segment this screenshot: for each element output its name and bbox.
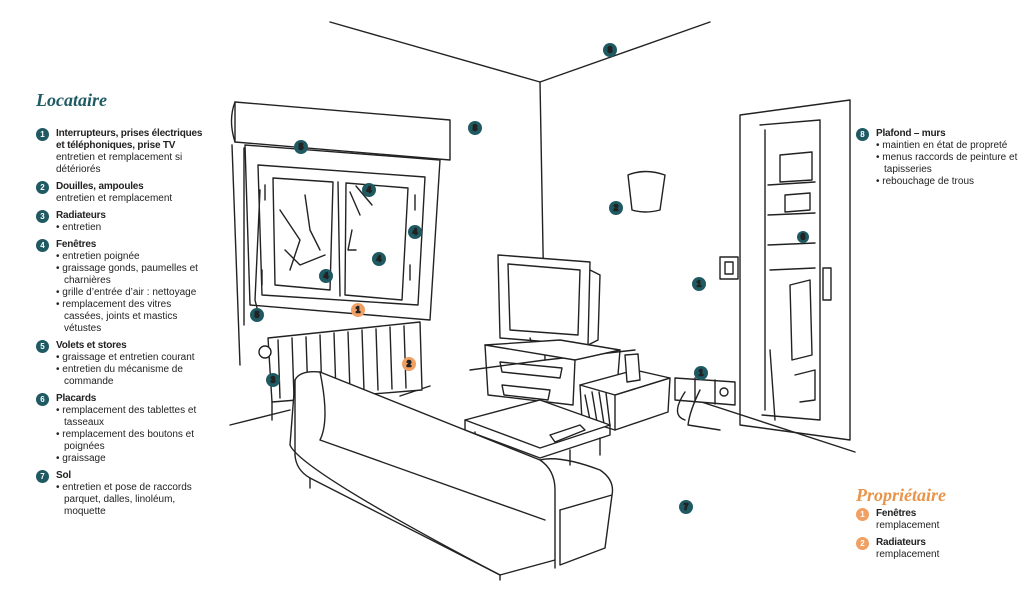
- item-detail: grille d’entrée d’air : nettoyage: [56, 287, 206, 299]
- locataire-item: 1 Interrupteurs, prises électriques et t…: [36, 128, 206, 176]
- item-detail: entretien et pose de raccords parquet, d…: [56, 482, 206, 518]
- marker-2-owner-radiator: 2: [402, 357, 416, 371]
- item-detail: graissage gonds, paumelles et charnières: [56, 263, 206, 287]
- item-title: Douilles, ampoules: [56, 181, 144, 192]
- diagram-markers: 8 8 5 4 4 4 4 5 1 3 2 2 1 1 6 7: [250, 43, 809, 514]
- locataire-item: 7 Sol entretien et pose de raccords parq…: [36, 470, 206, 518]
- marker-4-frame: 4: [408, 225, 422, 239]
- item-number-badge: 3: [36, 210, 49, 223]
- item-title: Interrupteurs, prises électriques et tél…: [56, 128, 203, 151]
- svg-text:6: 6: [801, 233, 806, 242]
- item-detail: graissage: [56, 453, 206, 465]
- locataire-item: 5 Volets et stores graissage et entretie…: [36, 340, 206, 388]
- item-detail: remplacement: [876, 549, 940, 560]
- svg-text:8: 8: [473, 124, 478, 133]
- item-detail: remplacement: [876, 520, 940, 531]
- marker-4-pane: 4: [372, 252, 386, 266]
- marker-8-ceiling: 8: [603, 43, 617, 57]
- item-detail: remplacement des tablettes et tasseaux: [56, 405, 206, 429]
- item-number-badge: 1: [856, 508, 869, 521]
- svg-text:4: 4: [377, 255, 382, 264]
- svg-text:5: 5: [299, 143, 304, 152]
- item-detail: entretien et remplacement: [56, 193, 173, 204]
- marker-1-socket: 1: [694, 366, 708, 380]
- marker-5-cord: 5: [250, 308, 264, 322]
- item-title: Radiateurs: [56, 210, 106, 221]
- item-detail: entretien et remplacement si détériorés: [56, 152, 183, 175]
- item-detail: rebouchage de trous: [876, 176, 1021, 188]
- plafond-item: 8 Plafond – murs maintien en état de pro…: [856, 128, 1021, 188]
- sofa: [289, 370, 614, 581]
- marker-5-shutter: 5: [294, 140, 308, 154]
- item-number-badge: 5: [36, 340, 49, 353]
- svg-text:1: 1: [697, 280, 702, 289]
- item-number-badge: 1: [36, 128, 49, 141]
- item-title: Volets et stores: [56, 340, 127, 351]
- svg-text:2: 2: [614, 204, 619, 213]
- locataire-title: Locataire: [36, 90, 107, 110]
- item-detail: entretien poignée: [56, 251, 206, 263]
- marker-8-wall: 8: [468, 121, 482, 135]
- item-detail: remplacement des boutons et poignées: [56, 429, 206, 453]
- side-cabinet: [579, 353, 671, 431]
- locataire-item: 4 Fenêtres entretien poignée graissage g…: [36, 239, 206, 335]
- item-detail: graissage et entretien courant: [56, 352, 206, 364]
- svg-text:8: 8: [608, 46, 613, 55]
- wall-lamp: [627, 170, 666, 213]
- item-title: Sol: [56, 470, 71, 481]
- svg-text:1: 1: [699, 369, 704, 378]
- marker-1-owner-window: 1: [351, 303, 365, 317]
- item-title: Fenêtres: [876, 508, 917, 519]
- item-detail: maintien en état de propreté: [876, 140, 1021, 152]
- svg-text:4: 4: [367, 186, 372, 195]
- svg-text:5: 5: [255, 311, 260, 320]
- marker-6-closet: 6: [797, 231, 809, 243]
- plafond-list: 8 Plafond – murs maintien en état de pro…: [856, 128, 1021, 193]
- marker-2-lamp: 2: [609, 201, 623, 215]
- tv-stand: [484, 339, 621, 406]
- proprietaire-list: 1 Fenêtres remplacement 2 Radiateurs rem…: [856, 508, 1016, 566]
- marker-4-pane-top: 4: [362, 183, 376, 197]
- light-switch: [719, 256, 739, 280]
- window: [243, 144, 441, 326]
- item-detail: remplacement des vitres cassées, joints …: [56, 299, 206, 335]
- item-title: Fenêtres: [56, 239, 97, 250]
- item-number-badge: 2: [36, 181, 49, 194]
- locataire-list: 1 Interrupteurs, prises électriques et t…: [36, 128, 206, 523]
- item-number-badge: 8: [856, 128, 869, 141]
- marker-7-floor: 7: [679, 500, 693, 514]
- item-detail: entretien: [56, 222, 206, 234]
- svg-text:4: 4: [324, 272, 329, 281]
- proprietaire-title: Propriétaire: [856, 485, 946, 505]
- marker-4-left: 4: [319, 269, 333, 283]
- item-detail: menus raccords de peinture et tapisserie…: [876, 152, 1021, 176]
- closet: [739, 99, 851, 441]
- marker-1-switch: 1: [692, 277, 706, 291]
- svg-text:3: 3: [271, 376, 276, 385]
- locataire-item: 6 Placards remplacement des tablettes et…: [36, 393, 206, 465]
- item-detail: entretien du mécanisme de commande: [56, 364, 206, 388]
- item-number-badge: 2: [856, 537, 869, 550]
- locataire-item: 3 Radiateurs entretien: [36, 210, 206, 234]
- locataire-item: 2 Douilles, ampoules entretien et rempla…: [36, 181, 206, 205]
- item-title: Placards: [56, 393, 97, 404]
- svg-text:4: 4: [413, 228, 418, 237]
- item-number-badge: 7: [36, 470, 49, 483]
- wall-sockets: [674, 377, 736, 431]
- item-number-badge: 4: [36, 239, 49, 252]
- proprietaire-item: 1 Fenêtres remplacement: [856, 508, 1016, 532]
- proprietaire-item: 2 Radiateurs remplacement: [856, 537, 1016, 561]
- shutter-box: [230, 101, 451, 161]
- svg-text:7: 7: [684, 503, 689, 512]
- svg-text:2: 2: [407, 360, 412, 369]
- item-number-badge: 6: [36, 393, 49, 406]
- item-title: Plafond – murs: [876, 128, 946, 139]
- television: [497, 254, 601, 356]
- svg-text:1: 1: [356, 306, 361, 315]
- marker-3-radiator: 3: [266, 373, 280, 387]
- item-title: Radiateurs: [876, 537, 926, 548]
